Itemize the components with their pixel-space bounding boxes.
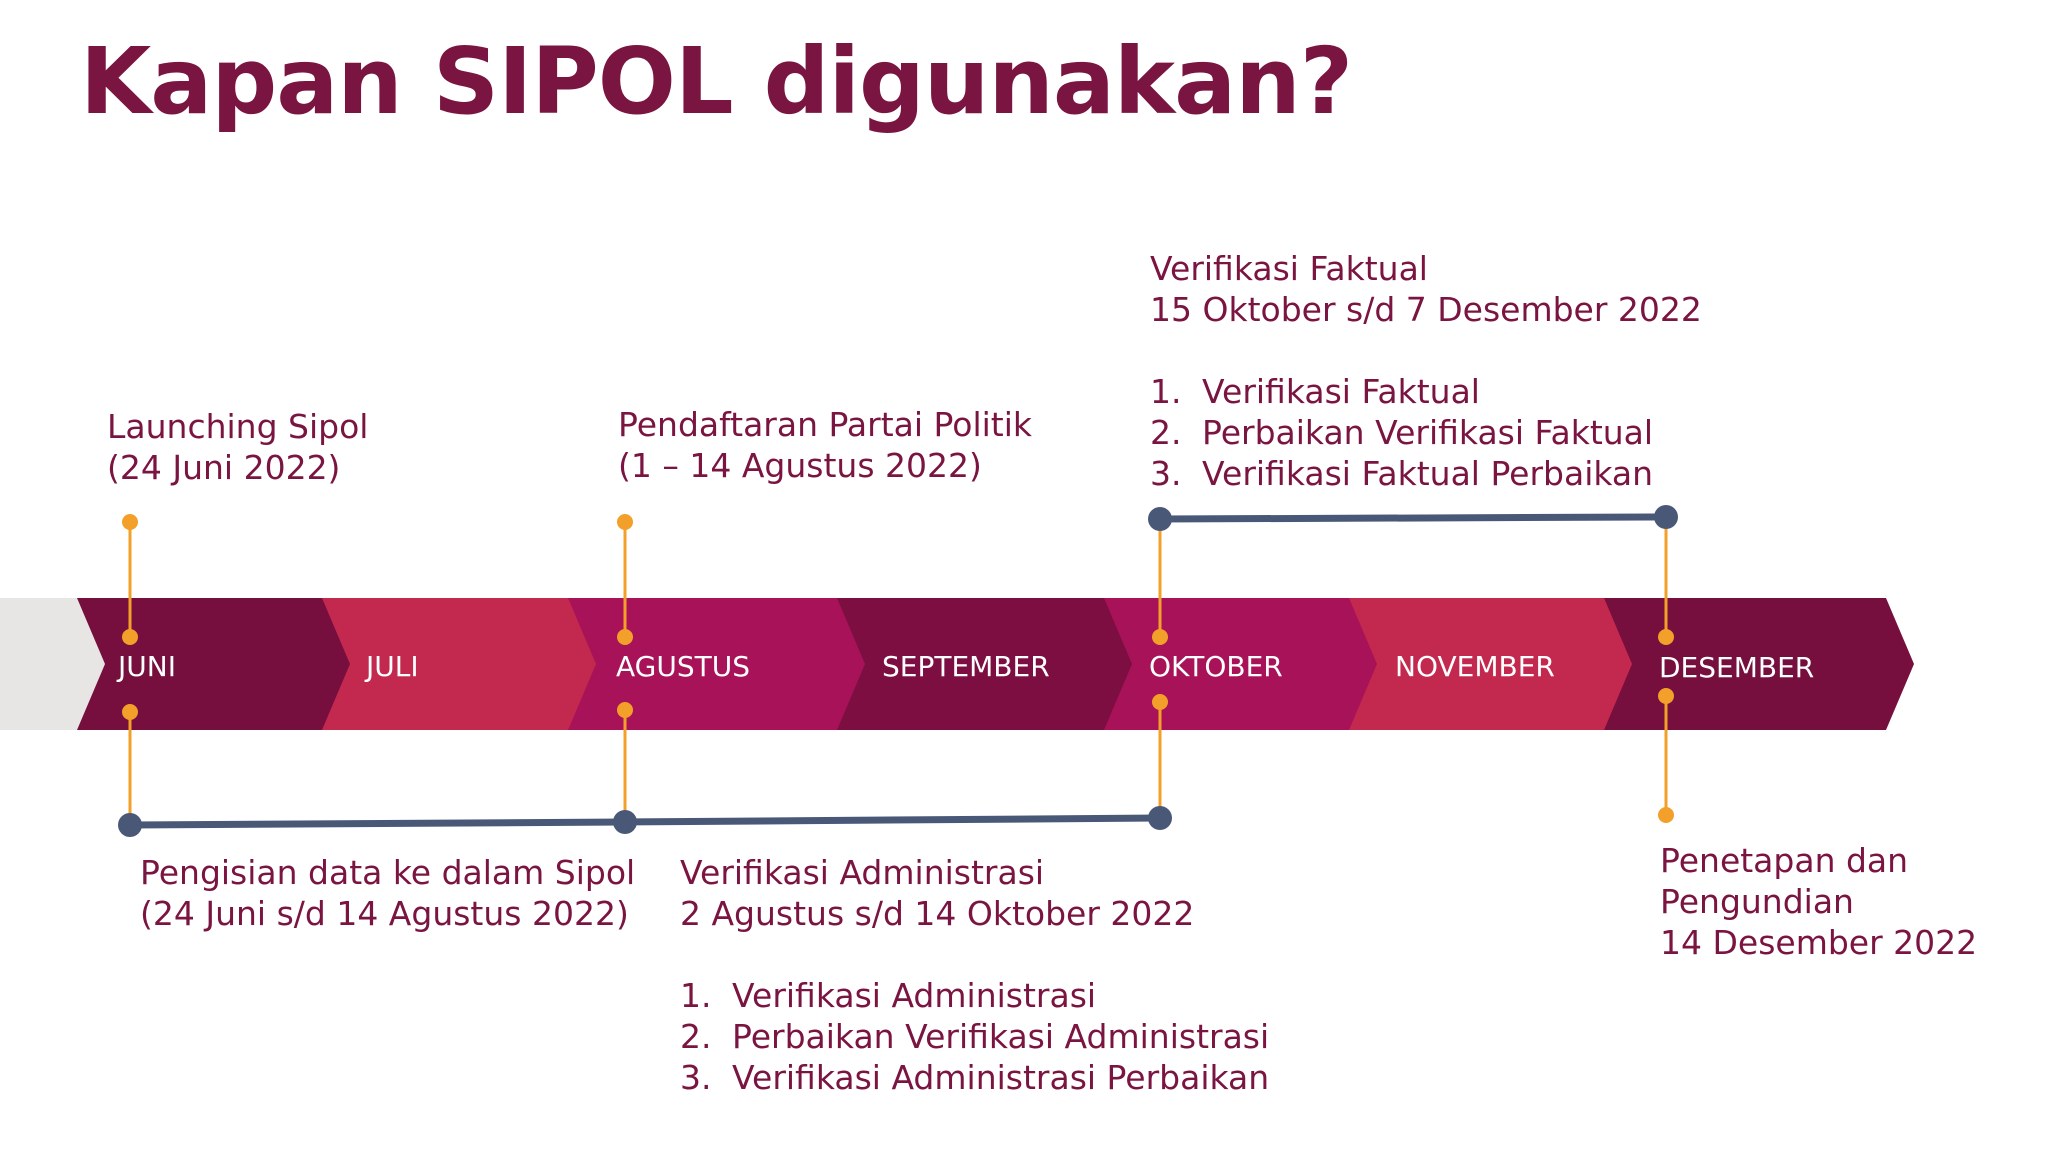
- chevron-oktober: [1100, 598, 1377, 730]
- event-penetapan-date: 14 Desember 2022: [1660, 923, 1978, 962]
- range-endpoint: [1148, 806, 1172, 830]
- list-text: Perbaikan Verifikasi Faktual: [1202, 413, 1654, 452]
- list-item: 1. Verifikasi Administrasi: [680, 975, 1269, 1016]
- list-number: 2.: [680, 1017, 712, 1056]
- event-verifikasi-administrasi-title: Verifikasi Administrasi: [680, 853, 1045, 892]
- chevron-juli: [318, 598, 596, 730]
- list-text: Perbaikan Verifikasi Administrasi: [732, 1017, 1270, 1056]
- month-label-agustus: AGUSTUS: [616, 650, 750, 683]
- chevron-september: [833, 598, 1132, 730]
- event-pengisian-date: (24 Juni s/d 14 Agustus 2022): [140, 894, 629, 933]
- range-endpoint: [613, 810, 637, 834]
- connector-dot: [1658, 688, 1674, 704]
- event-verifikasi-faktual-title: Verifikasi Faktual: [1150, 249, 1428, 288]
- range-verifikasi-administrasi: [621, 814, 1164, 826]
- list-number: 3.: [680, 1058, 712, 1097]
- list-number: 1.: [680, 976, 712, 1015]
- list-text: Verifikasi Faktual: [1202, 372, 1480, 411]
- month-label-juni: JUNI: [118, 650, 176, 683]
- chevron-november: [1345, 598, 1632, 730]
- connector-dot: [617, 702, 633, 718]
- range-endpoint: [1654, 505, 1678, 529]
- event-penetapan-title-2: Pengundian: [1660, 882, 1854, 921]
- event-pendaftaran-date: (1 – 14 Agustus 2022): [618, 446, 982, 485]
- connector-dot: [617, 629, 633, 645]
- connector-dot: [1658, 629, 1674, 645]
- range-endpoint: [1148, 507, 1172, 531]
- range-verifikasi-faktual: [1156, 513, 1670, 523]
- connector-dot: [1152, 694, 1168, 710]
- chevron-desember: [1600, 598, 1914, 730]
- event-pendaftaran-title: Pendaftaran Partai Politik: [618, 405, 1032, 444]
- connector-dot: [617, 514, 633, 530]
- connector-dot: [122, 704, 138, 720]
- event-verifikasi-faktual-date: 15 Oktober s/d 7 Desember 2022: [1150, 290, 1702, 329]
- month-label-oktober: OKTOBER: [1149, 650, 1283, 683]
- list-item: 2. Perbaikan Verifikasi Administrasi: [680, 1016, 1269, 1057]
- verifikasi-faktual-list: 1. Verifikasi Faktual 2. Perbaikan Verifik…: [1150, 371, 1702, 494]
- connectors: [122, 514, 1674, 824]
- event-penetapan: Penetapan dan Pengundian 14 Desember 202…: [1660, 840, 1977, 963]
- event-verifikasi-administrasi-date: 2 Agustus s/d 14 Oktober 2022: [680, 894, 1195, 933]
- range-endpoint: [118, 813, 142, 837]
- list-item: 3. Verifikasi Administrasi Perbaikan: [680, 1057, 1269, 1098]
- chevron-agustus: [564, 598, 865, 730]
- event-pendaftaran: Pendaftaran Partai Politik (1 – 14 Agust…: [618, 404, 1032, 486]
- verifikasi-administrasi-list: 1. Verifikasi Administrasi 2. Perbaikan Ve…: [680, 975, 1269, 1098]
- chevron-juni: [77, 598, 350, 730]
- event-pengisian: Pengisian data ke dalam Sipol (24 Juni s…: [140, 852, 635, 934]
- event-penetapan-title-1: Penetapan dan: [1660, 841, 1909, 880]
- event-launching-title: Launching Sipol: [107, 407, 369, 446]
- list-number: 2.: [1150, 413, 1182, 452]
- connector-dot: [1658, 807, 1674, 823]
- list-number: 1.: [1150, 372, 1182, 411]
- list-item: 3. Verifikasi Faktual Perbaikan: [1150, 453, 1702, 494]
- event-launching: Launching Sipol (24 Juni 2022): [107, 406, 368, 488]
- month-band: [0, 598, 1914, 730]
- list-number: 3.: [1150, 454, 1182, 493]
- list-item: 2. Perbaikan Verifikasi Faktual: [1150, 412, 1702, 453]
- slide-title: Kapan SIPOL digunakan?: [80, 28, 1353, 135]
- month-label-juli: JULI: [366, 650, 419, 683]
- list-item: 1. Verifikasi Faktual: [1150, 371, 1702, 412]
- event-verifikasi-administrasi: Verifikasi Administrasi 2 Agustus s/d 14…: [680, 852, 1269, 1098]
- list-text: Verifikasi Administrasi Perbaikan: [732, 1058, 1270, 1097]
- month-label-september: SEPTEMBER: [882, 650, 1050, 683]
- range-pengisian: [126, 818, 629, 829]
- range-bars: [118, 505, 1678, 837]
- event-pengisian-title: Pengisian data ke dalam Sipol: [140, 853, 636, 892]
- list-text: Verifikasi Faktual Perbaikan: [1202, 454, 1654, 493]
- event-launching-date: (24 Juni 2022): [107, 448, 341, 487]
- connector-dot: [1152, 629, 1168, 645]
- month-label-november: NOVEMBER: [1395, 650, 1555, 683]
- event-verifikasi-faktual: Verifikasi Faktual 15 Oktober s/d 7 Dese…: [1150, 248, 1702, 494]
- list-text: Verifikasi Administrasi: [732, 976, 1097, 1015]
- connector-dot: [122, 629, 138, 645]
- month-label-desember: DESEMBER: [1659, 651, 1815, 684]
- connector-dot: [122, 514, 138, 530]
- band-start-segment: [0, 598, 108, 730]
